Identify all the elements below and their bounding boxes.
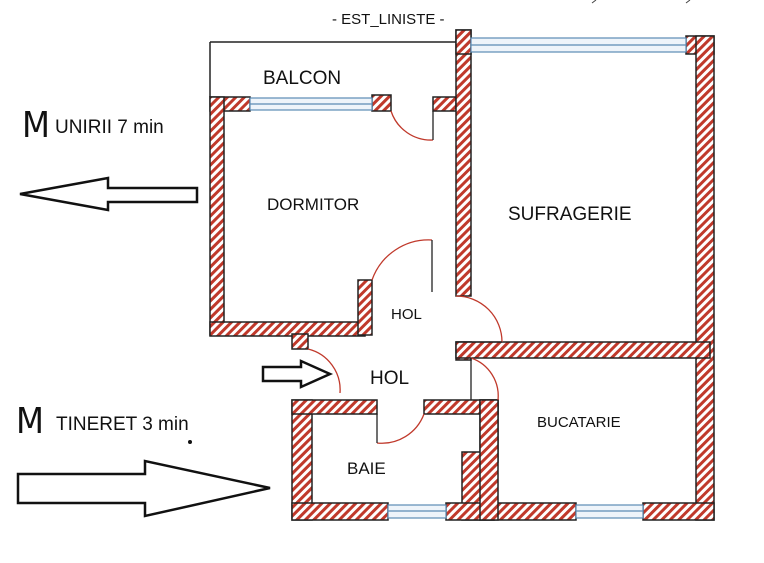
windows	[249, 37, 687, 519]
metro-icon: M	[16, 401, 44, 442]
wall-dormitor-left	[209, 96, 225, 336]
wall-dormitor-top-pier	[371, 94, 392, 112]
door-entrance-swing	[307, 348, 341, 394]
window-dormitor	[249, 97, 373, 111]
metro-station-tineret: TINERET 3 min	[56, 414, 189, 435]
doors	[307, 110, 503, 444]
wall-sufragerie-right	[695, 35, 715, 521]
wall-dormitor-right-stub	[357, 279, 373, 336]
wall-kitchen-left	[479, 399, 499, 521]
room-label-balcon: BALCON	[263, 68, 341, 89]
walls	[209, 29, 715, 521]
door-baie-swing	[376, 413, 425, 444]
arrow-left-icon	[19, 176, 199, 212]
entrance-arrow-icon	[261, 359, 334, 389]
room-label-dormitor: DORMITOR	[267, 195, 359, 214]
door-kitchen-swing	[470, 357, 499, 401]
room-label-sufragerie: SUFRAGERIE	[508, 204, 632, 225]
wall-kitchen-bottom	[642, 502, 715, 521]
metro-station-unirii: UNIRII 7 min	[55, 117, 164, 138]
wall-baie-bottom	[291, 502, 389, 521]
window-bucatarie	[575, 504, 644, 519]
wall-baie-left	[291, 399, 313, 521]
door-sufragerie-swing	[455, 295, 503, 343]
balcony-outline	[209, 41, 456, 97]
wall-dormitor-top-right	[432, 96, 457, 112]
wall-mid-bottom	[445, 502, 577, 521]
room-label-hol-lower: HOL	[370, 368, 409, 389]
room-label-bucatarie: BUCATARIE	[537, 414, 621, 431]
door-balcony-swing	[390, 110, 434, 141]
dot-mark	[188, 440, 192, 444]
metro-icon: M	[22, 105, 50, 146]
wall-spine-upper	[455, 29, 472, 297]
wall-sufragerie-top-left	[455, 29, 472, 55]
wall-dormitor-bottom-stub	[291, 333, 309, 350]
window-sufragerie	[470, 37, 687, 53]
wall-baie-top-left	[291, 399, 378, 415]
window-baie	[387, 504, 447, 519]
room-label-baie: BAIE	[347, 459, 386, 478]
door-dormitor-swing	[371, 239, 433, 281]
wall-dormitor-bottom	[209, 321, 366, 337]
wall-kitchen-top	[455, 341, 711, 359]
arrow-right-icon	[16, 459, 271, 518]
room-label-hol-upper: HOL	[391, 306, 422, 323]
orientation-label: - EST_LINISTE -	[332, 11, 445, 28]
